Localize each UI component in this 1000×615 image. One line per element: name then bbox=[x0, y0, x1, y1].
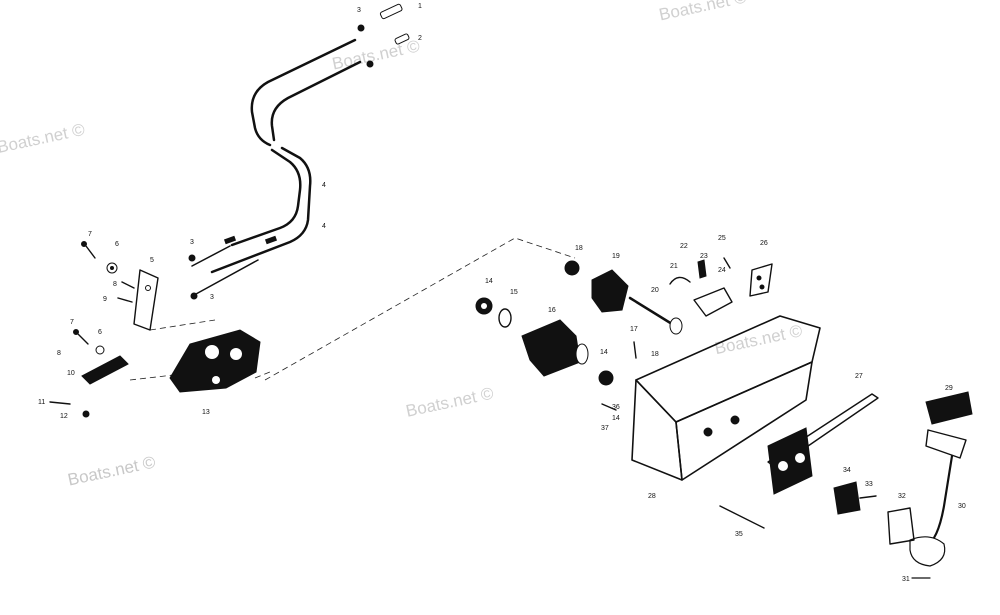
callout-3: 3 bbox=[210, 294, 214, 301]
callout-4: 4 bbox=[322, 182, 326, 189]
callout-29: 29 bbox=[945, 385, 953, 392]
mounting-plate bbox=[169, 329, 261, 393]
callout-35: 35 bbox=[735, 531, 743, 538]
callout-2: 2 bbox=[418, 35, 422, 42]
callout-5: 5 bbox=[150, 257, 154, 264]
shaft-gear-parts bbox=[475, 260, 683, 411]
watermark-2: Boats.net © bbox=[330, 36, 422, 73]
callout-1: 1 bbox=[418, 3, 422, 10]
callout-14: 14 bbox=[600, 349, 608, 356]
callout-6: 6 bbox=[115, 241, 119, 248]
callout-11: 11 bbox=[38, 399, 45, 406]
callout-16: 16 bbox=[548, 307, 556, 314]
linkage-parts bbox=[49, 241, 159, 418]
callout-34: 34 bbox=[843, 467, 851, 474]
callout-31: 31 bbox=[902, 576, 910, 583]
callout-26: 26 bbox=[760, 240, 768, 247]
callout-27: 27 bbox=[855, 373, 863, 380]
assembly-guide-lines bbox=[129, 237, 576, 381]
callout-7: 7 bbox=[70, 319, 74, 326]
callout-33: 33 bbox=[865, 481, 873, 488]
callout-4: 4 bbox=[322, 223, 326, 230]
watermark-3: Boats.net © bbox=[657, 0, 749, 24]
cable-end-fittings bbox=[188, 3, 410, 300]
callout-13: 13 bbox=[202, 409, 210, 416]
callout-8: 8 bbox=[57, 350, 61, 357]
control-box-housing bbox=[631, 315, 821, 481]
callout-18: 18 bbox=[651, 351, 659, 358]
watermark-1: Boats.net © bbox=[0, 120, 87, 157]
callout-20: 20 bbox=[651, 287, 659, 294]
callout-9: 9 bbox=[103, 296, 107, 303]
callout-14: 14 bbox=[485, 278, 493, 285]
callouts: 1 2 3 4 4 3 3 7 6 5 8 9 7 6 8 10 11 12 1… bbox=[38, 3, 966, 583]
cable-assembly bbox=[191, 38, 362, 295]
callout-3: 3 bbox=[357, 7, 361, 14]
callout-21: 21 bbox=[670, 263, 678, 270]
callout-25: 25 bbox=[718, 235, 726, 242]
callout-28: 28 bbox=[648, 493, 656, 500]
callout-17: 17 bbox=[630, 326, 638, 333]
callout-19: 19 bbox=[612, 253, 620, 260]
callout-23: 23 bbox=[700, 253, 708, 260]
callout-37: 37 bbox=[601, 425, 609, 432]
callout-3: 3 bbox=[190, 239, 194, 246]
callout-12: 12 bbox=[60, 413, 68, 420]
watermark-4: Boats.net © bbox=[404, 384, 496, 421]
callout-22: 22 bbox=[680, 243, 688, 250]
cover-and-handle bbox=[719, 391, 973, 579]
callout-8: 8 bbox=[113, 281, 117, 288]
callout-32: 32 bbox=[898, 493, 906, 500]
watermarks: Boats.net © Boats.net © Boats.net © Boat… bbox=[0, 0, 804, 490]
callout-15: 15 bbox=[510, 289, 518, 296]
callout-30: 30 bbox=[958, 503, 966, 510]
callout-18: 18 bbox=[575, 245, 583, 252]
bracket-parts bbox=[669, 257, 773, 317]
callout-36: 36 bbox=[612, 404, 620, 411]
watermark-6: Boats.net © bbox=[66, 452, 158, 489]
callout-10: 10 bbox=[67, 370, 75, 377]
callout-6: 6 bbox=[98, 329, 102, 336]
callout-24: 24 bbox=[718, 267, 726, 274]
callout-14: 14 bbox=[612, 415, 620, 422]
callout-7: 7 bbox=[88, 231, 92, 238]
